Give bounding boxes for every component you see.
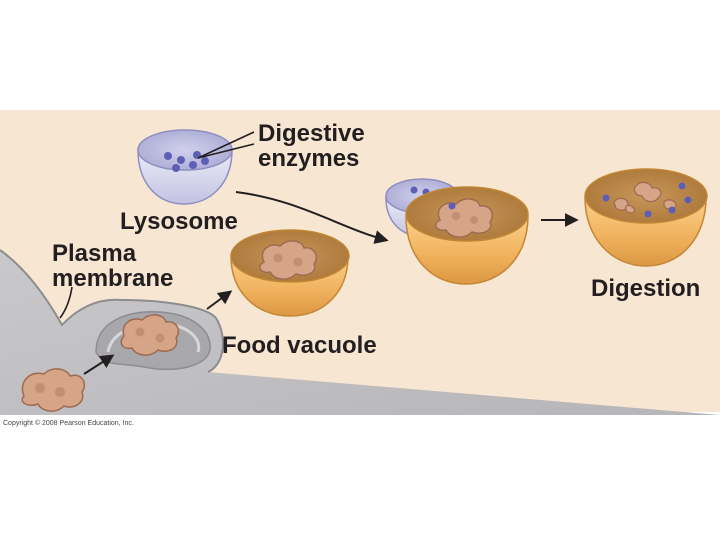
- label-digestive: Digestive: [258, 120, 365, 147]
- copyright-text: Copyright © 2008 Pearson Education, Inc.: [3, 419, 134, 427]
- food-vacuole: [230, 229, 350, 317]
- food-particle-outside: [21, 368, 86, 412]
- leader-enzymes: [197, 131, 255, 159]
- fusing-lysosome-vacuole: [385, 178, 529, 285]
- arrows: [59, 131, 579, 375]
- arrow-to-vacuole: [206, 290, 233, 310]
- enzyme: [189, 161, 197, 169]
- lysosome: [137, 129, 233, 205]
- label-lysosome: Lysosome: [120, 208, 238, 235]
- arrow-engulf: [83, 354, 115, 375]
- label-food-vacuole: Food vacuole: [222, 332, 377, 359]
- leader-membrane: [59, 286, 73, 319]
- enzyme: [177, 156, 185, 164]
- arrow-lysosome-to-fusion: [235, 191, 389, 244]
- enzyme: [164, 152, 172, 160]
- digestion-vacuole: [584, 168, 708, 267]
- food-particle-engulfing: [120, 314, 180, 356]
- label-digestion: Digestion: [591, 275, 700, 302]
- label-membrane: membrane: [52, 265, 173, 292]
- label-plasma: Plasma: [52, 240, 137, 267]
- enzyme: [172, 164, 180, 172]
- label-enzymes: enzymes: [258, 145, 359, 172]
- enzyme: [201, 157, 209, 165]
